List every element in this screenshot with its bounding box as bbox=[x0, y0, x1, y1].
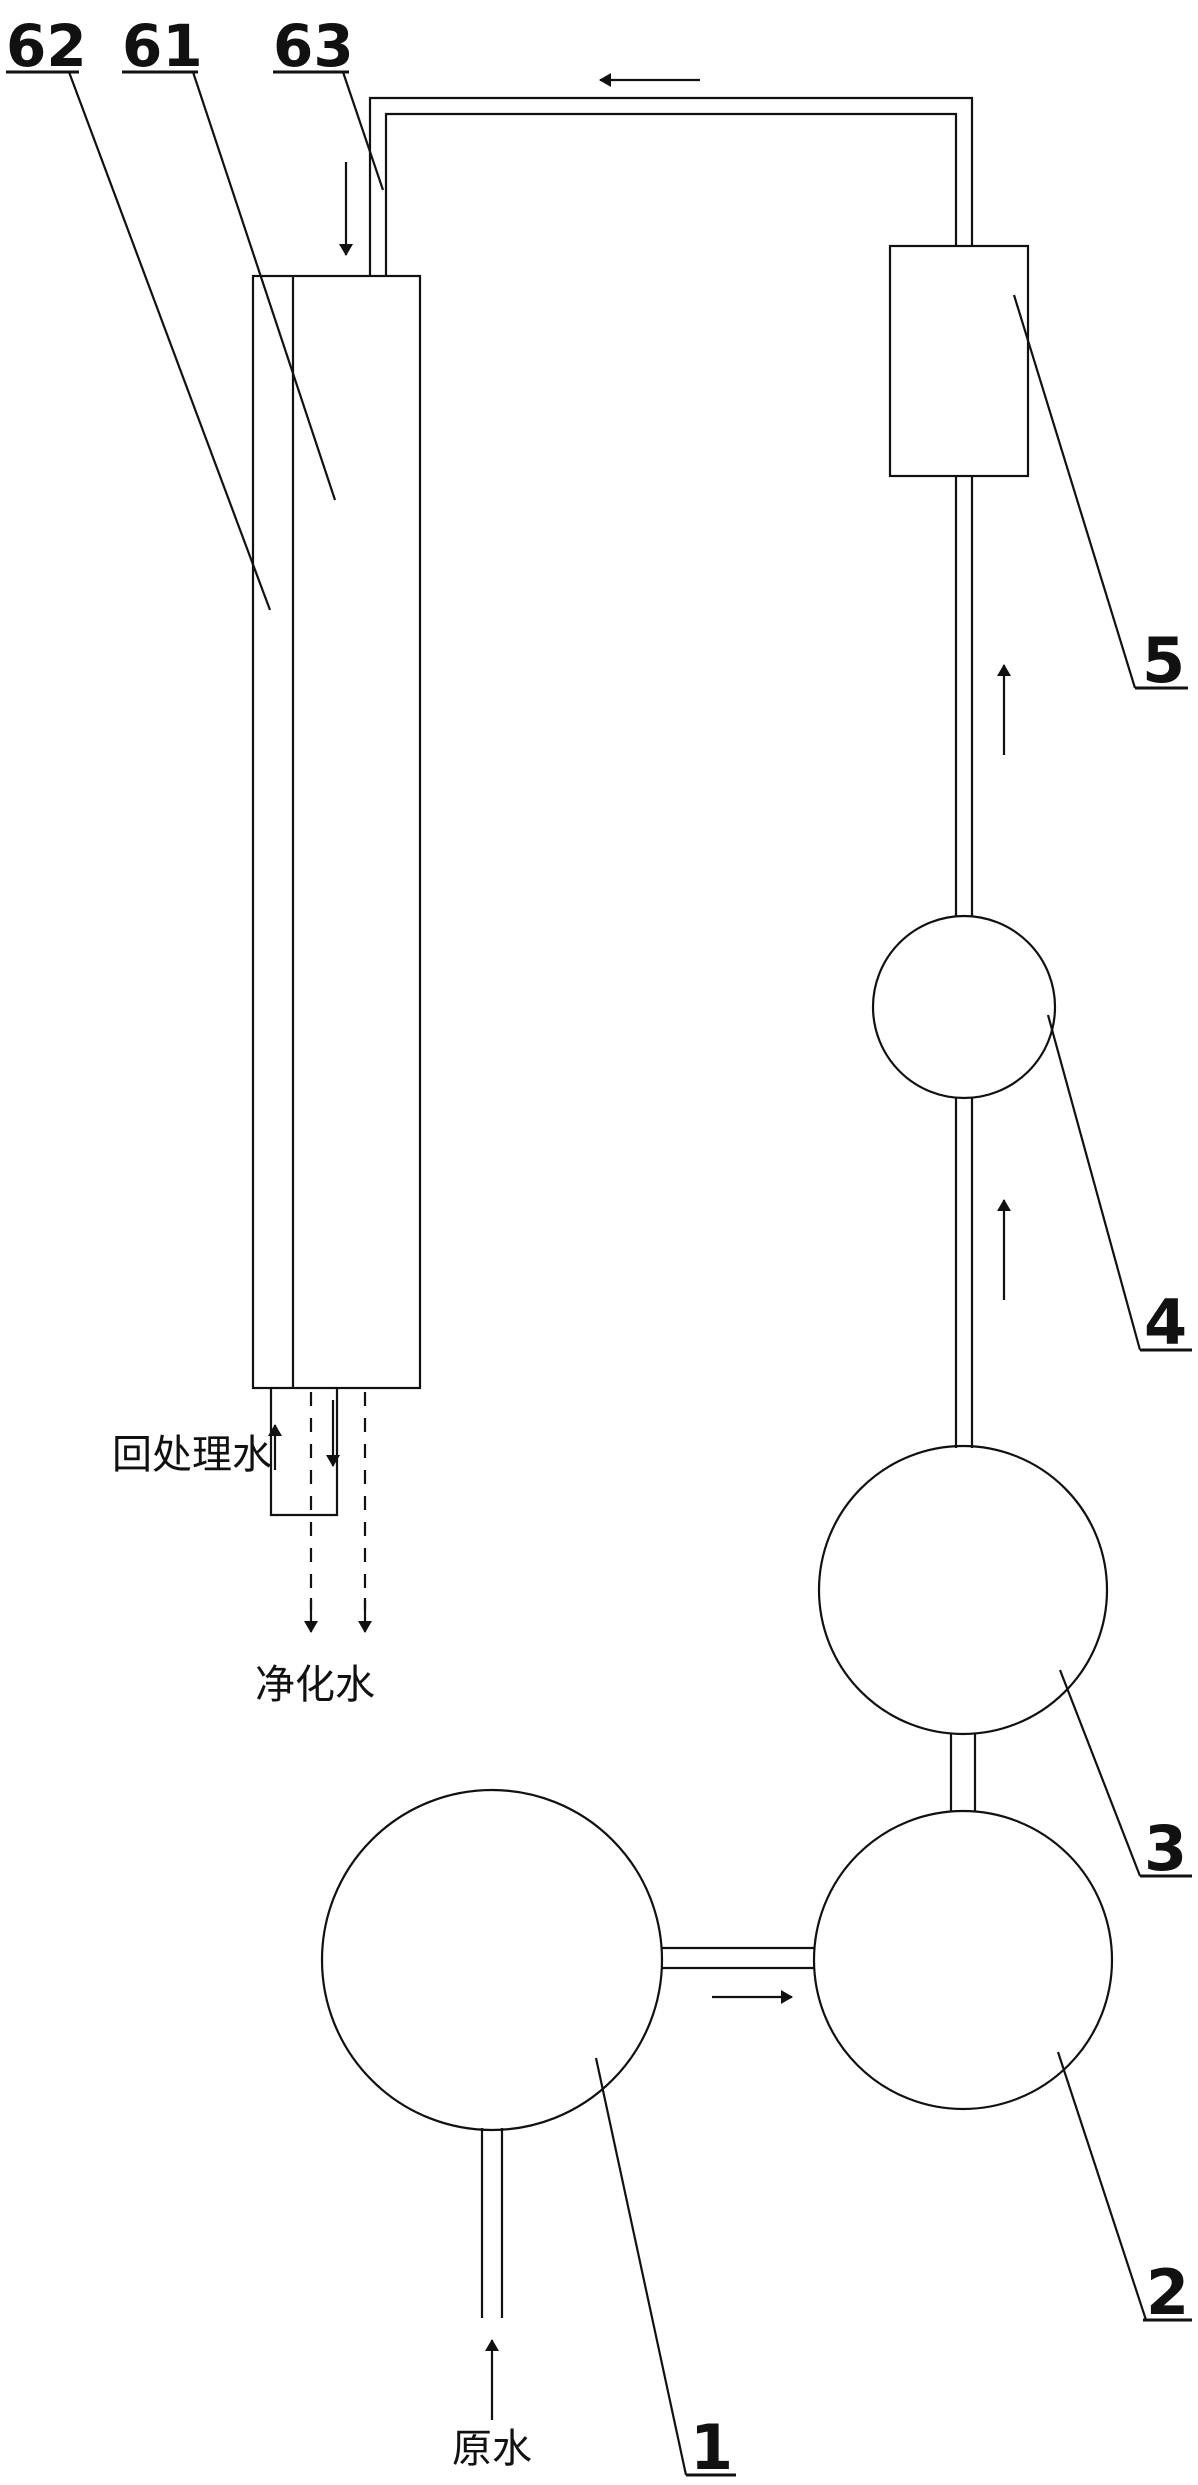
pipe-63 bbox=[368, 96, 974, 275]
device-5 bbox=[888, 244, 1030, 478]
label-3: 3 bbox=[1144, 1812, 1187, 1885]
leader-2 bbox=[1056, 2051, 1148, 2321]
column-62-body bbox=[251, 274, 422, 1390]
leader-61 bbox=[191, 71, 337, 501]
text-raw-water: 原水 bbox=[452, 2426, 532, 2472]
leader-3 bbox=[1058, 1669, 1142, 1877]
text-return-water: 回处理水 bbox=[112, 1432, 272, 1478]
return-outlet bbox=[269, 1388, 339, 1517]
label-61: 61 bbox=[122, 12, 203, 80]
leader-63 bbox=[341, 71, 385, 191]
leader-5 bbox=[1012, 294, 1137, 689]
label-62: 62 bbox=[6, 12, 87, 80]
label-63: 63 bbox=[273, 12, 354, 80]
leader-1 bbox=[594, 2057, 688, 2476]
label-5: 5 bbox=[1142, 624, 1185, 697]
device-3 bbox=[817, 1444, 1109, 1736]
label-4: 4 bbox=[1144, 1286, 1187, 1359]
label-2: 2 bbox=[1146, 2256, 1189, 2329]
text-purified-water: 净化水 bbox=[255, 1662, 375, 1708]
device-2 bbox=[812, 1809, 1114, 2111]
leader-62 bbox=[67, 71, 272, 611]
device-1 bbox=[320, 1788, 664, 2132]
label-1: 1 bbox=[690, 2411, 733, 2484]
leader-4 bbox=[1046, 1014, 1142, 1351]
device-4 bbox=[871, 914, 1057, 1100]
